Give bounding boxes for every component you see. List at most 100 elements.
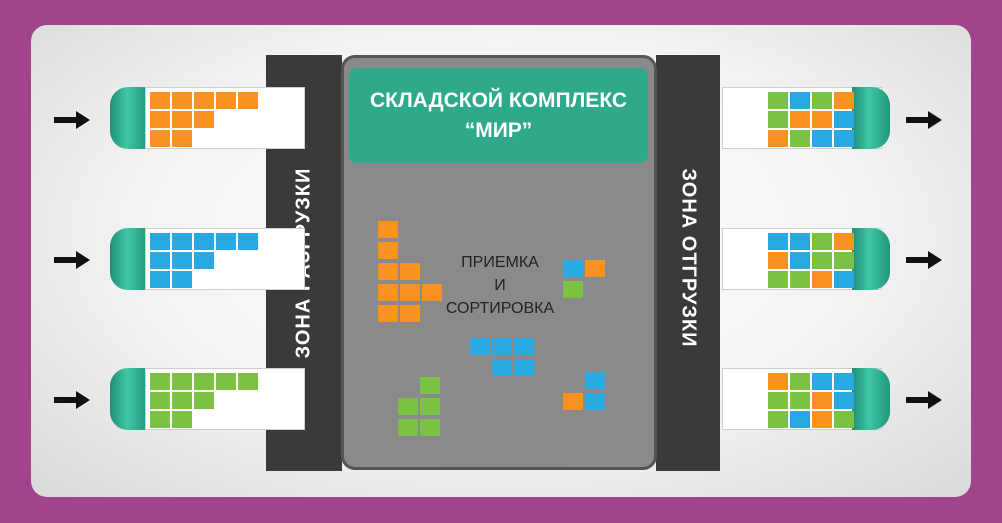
cargo-block-icon	[834, 411, 854, 428]
title-line-2: “МИР”	[464, 118, 533, 142]
cargo-block-icon	[378, 263, 398, 280]
inbound-truck-3-cab	[110, 368, 148, 430]
cargo-block-icon	[812, 373, 832, 390]
process-line-3: СОРТИРОВКА	[445, 300, 555, 317]
cargo-block-icon	[790, 271, 810, 288]
cargo-block-icon	[812, 252, 832, 269]
cargo-block-icon	[150, 373, 170, 390]
cargo-block-icon	[398, 398, 418, 415]
cargo-block-icon	[514, 338, 534, 355]
cargo-block-icon	[834, 392, 854, 409]
cargo-block-icon	[194, 252, 214, 269]
cargo-block-icon	[768, 252, 788, 269]
shipping-zone-label: ЗОНА ОТГРУЗКИ	[677, 168, 700, 348]
cargo-block-icon	[492, 359, 512, 376]
cargo-block-icon	[563, 260, 583, 277]
inbound-truck-2-cab	[110, 228, 148, 290]
cargo-block-icon	[790, 92, 810, 109]
cargo-block-icon	[790, 233, 810, 250]
cargo-block-icon	[812, 92, 832, 109]
cargo-block-icon	[768, 111, 788, 128]
shipping-zone	[656, 55, 720, 471]
cargo-block-icon	[172, 411, 192, 428]
outbound-truck-3-cab	[852, 368, 890, 430]
cargo-block-icon	[238, 373, 258, 390]
cargo-block-icon	[420, 419, 440, 436]
cargo-block-icon	[790, 252, 810, 269]
cargo-block-icon	[172, 252, 192, 269]
cargo-block-icon	[172, 392, 192, 409]
cargo-block-icon	[563, 281, 583, 298]
cargo-block-icon	[834, 233, 854, 250]
cargo-block-icon	[378, 305, 398, 322]
cargo-block-icon	[768, 271, 788, 288]
process-line-1: ПРИЕМКА	[461, 254, 539, 271]
arrow-right-icon	[54, 111, 90, 129]
cargo-block-icon	[812, 271, 832, 288]
cargo-block-icon	[150, 392, 170, 409]
inbound-truck-1-cab	[110, 87, 148, 149]
cargo-block-icon	[150, 233, 170, 250]
cargo-block-icon	[790, 373, 810, 390]
cargo-block-icon	[834, 373, 854, 390]
cargo-block-icon	[378, 284, 398, 301]
cargo-block-icon	[834, 92, 854, 109]
cargo-block-icon	[172, 271, 192, 288]
cargo-block-icon	[812, 130, 832, 147]
cargo-block-icon	[585, 393, 605, 410]
cargo-block-icon	[150, 111, 170, 128]
cargo-block-icon	[812, 392, 832, 409]
cargo-block-icon	[150, 130, 170, 147]
cargo-block-icon	[422, 284, 442, 301]
cargo-block-icon	[172, 92, 192, 109]
outbound-truck-1-cab	[852, 87, 890, 149]
process-line-2: И	[494, 277, 506, 294]
cargo-block-icon	[790, 130, 810, 147]
cargo-block-icon	[400, 284, 420, 301]
arrow-right-icon	[906, 391, 942, 409]
outbound-truck-2-cab	[852, 228, 890, 290]
cargo-block-icon	[812, 233, 832, 250]
cargo-block-icon	[790, 411, 810, 428]
cargo-block-icon	[768, 373, 788, 390]
cargo-block-icon	[420, 398, 440, 415]
cargo-block-icon	[563, 393, 583, 410]
cargo-block-icon	[194, 392, 214, 409]
cargo-block-icon	[834, 111, 854, 128]
cargo-block-icon	[378, 221, 398, 238]
warehouse-title: СКЛАДСКОЙ КОМПЛЕКС “МИР”	[349, 68, 648, 163]
cargo-block-icon	[585, 260, 605, 277]
cargo-block-icon	[768, 92, 788, 109]
cargo-block-icon	[194, 373, 214, 390]
cargo-block-icon	[216, 373, 236, 390]
arrow-right-icon	[54, 391, 90, 409]
cargo-block-icon	[812, 411, 832, 428]
arrow-right-icon	[54, 251, 90, 269]
cargo-block-icon	[790, 111, 810, 128]
cargo-block-icon	[150, 252, 170, 269]
cargo-block-icon	[514, 359, 534, 376]
arrow-right-icon	[906, 251, 942, 269]
cargo-block-icon	[238, 92, 258, 109]
cargo-block-icon	[150, 271, 170, 288]
cargo-block-icon	[216, 92, 236, 109]
process-label: ПРИЕМКА И СОРТИРОВКА	[440, 251, 560, 320]
cargo-block-icon	[790, 392, 810, 409]
cargo-block-icon	[492, 338, 512, 355]
cargo-block-icon	[834, 271, 854, 288]
cargo-block-icon	[238, 233, 258, 250]
title-line-1: СКЛАДСКОЙ КОМПЛЕКС	[369, 88, 628, 112]
cargo-block-icon	[150, 92, 170, 109]
cargo-block-icon	[420, 377, 440, 394]
cargo-block-icon	[834, 252, 854, 269]
cargo-block-icon	[768, 392, 788, 409]
cargo-block-icon	[172, 233, 192, 250]
cargo-block-icon	[194, 233, 214, 250]
cargo-block-icon	[398, 419, 418, 436]
arrow-right-icon	[906, 111, 942, 129]
cargo-block-icon	[768, 233, 788, 250]
cargo-block-icon	[378, 242, 398, 259]
cargo-block-icon	[150, 411, 170, 428]
cargo-block-icon	[470, 338, 490, 355]
